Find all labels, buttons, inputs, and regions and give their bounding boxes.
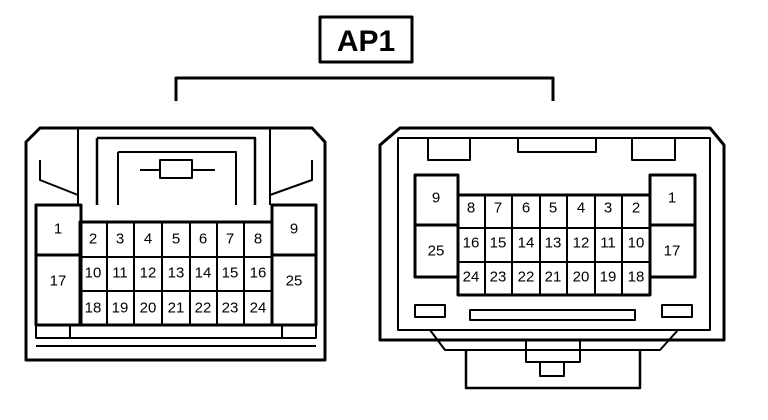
- left-pin-4: 4: [144, 231, 152, 248]
- left-pin-23: 23: [222, 300, 239, 317]
- left-pin-3: 3: [116, 231, 124, 248]
- left-pin-17: 17: [50, 273, 67, 290]
- left-pin-6: 6: [199, 231, 207, 248]
- left-pin-13: 13: [168, 265, 185, 282]
- right-pin-14: 14: [518, 235, 535, 252]
- left-pin-25: 25: [286, 273, 303, 290]
- left-pin-5: 5: [172, 231, 180, 248]
- right-pin-9: 9: [432, 190, 440, 207]
- left-pin-10: 10: [85, 265, 102, 282]
- right-pin-2: 2: [632, 200, 640, 217]
- left-pin-19: 19: [112, 300, 129, 317]
- left-connector-housing: [24, 126, 327, 362]
- right-pin-19: 19: [600, 269, 617, 286]
- right-pin-22: 22: [518, 269, 535, 286]
- right-pin-21: 21: [545, 269, 562, 286]
- title-box: [318, 15, 414, 64]
- left-pin-7: 7: [226, 231, 234, 248]
- left-pin-24: 24: [250, 300, 267, 317]
- right-pin-5: 5: [549, 200, 557, 217]
- left-pin-1: 1: [54, 221, 62, 238]
- left-pin-2: 2: [89, 231, 97, 248]
- left-pin-22: 22: [195, 300, 212, 317]
- connector-title: AP1: [337, 25, 395, 58]
- left-pin-16: 16: [250, 265, 267, 282]
- right-pin-10: 10: [628, 235, 645, 252]
- right-pin-13: 13: [545, 235, 562, 252]
- left-pin-14: 14: [195, 265, 212, 282]
- left-pin-8: 8: [254, 231, 262, 248]
- right-pin-3: 3: [604, 200, 612, 217]
- right-pin-24: 24: [463, 269, 480, 286]
- right-pin-17: 17: [664, 243, 681, 260]
- right-pin-4: 4: [577, 200, 585, 217]
- left-pin-11: 11: [112, 265, 128, 282]
- right-pin-6: 6: [522, 200, 530, 217]
- right-pin-7: 7: [494, 200, 502, 217]
- right-pin-11: 11: [600, 235, 616, 252]
- left-pin-grid: [34, 203, 318, 327]
- left-pin-20: 20: [140, 300, 157, 317]
- title-bracket: [174, 76, 555, 101]
- right-pin-12: 12: [573, 235, 590, 252]
- right-pin-20: 20: [573, 269, 590, 286]
- right-pin-23: 23: [490, 269, 507, 286]
- left-pin-9: 9: [290, 221, 298, 238]
- right-pin-grid: [413, 173, 697, 297]
- right-pin-8: 8: [467, 200, 475, 217]
- right-pin-1: 1: [668, 190, 676, 207]
- right-pin-18: 18: [628, 269, 645, 286]
- right-pin-15: 15: [490, 235, 507, 252]
- left-pin-12: 12: [140, 265, 157, 282]
- left-pin-21: 21: [168, 300, 185, 317]
- left-pin-18: 18: [85, 300, 102, 317]
- right-pin-25: 25: [428, 243, 445, 260]
- left-pin-15: 15: [222, 265, 239, 282]
- right-pin-16: 16: [463, 235, 480, 252]
